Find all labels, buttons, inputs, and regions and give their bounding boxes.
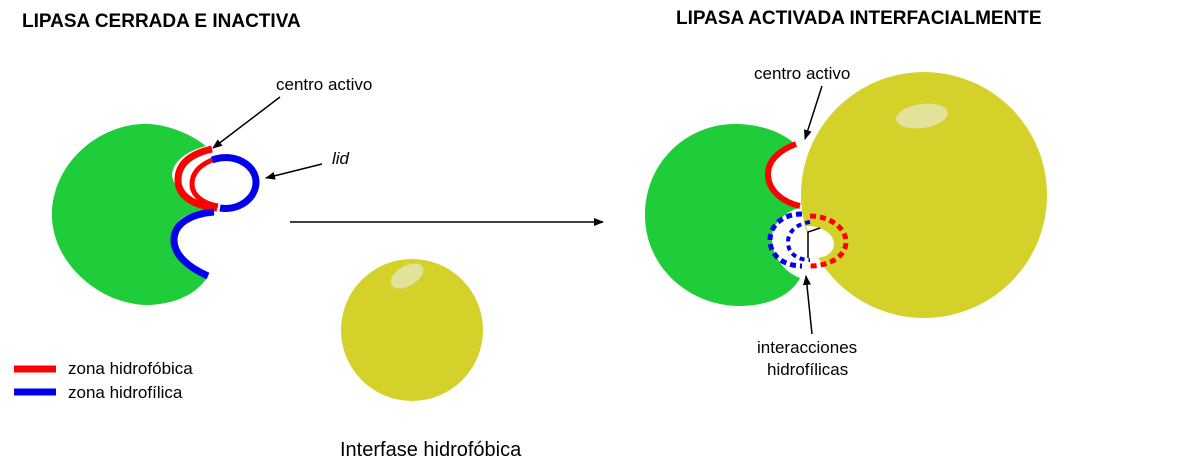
activated-dashed-blue-inner — [785, 220, 811, 262]
closed-hydrophobic-zone — [174, 145, 218, 212]
title-activated-lipase: LIPASA ACTIVADA INTERFACIALMENTE — [676, 8, 1042, 29]
label-interactions-line2: hidrofílicas — [767, 360, 848, 379]
label-interactions-line1: interacciones — [757, 338, 857, 357]
legend: zona hidrofóbica zona hidrofílica — [14, 359, 193, 402]
droplet-highlight — [390, 263, 424, 289]
activated-hydrophobic-zone — [764, 141, 801, 209]
closed-lid-red-inner — [189, 157, 219, 209]
activated-droplet — [801, 72, 1047, 318]
closed-hydrophilic-zone — [170, 208, 215, 280]
activated-lipase-body — [645, 124, 800, 306]
activated-lid-hinge — [807, 227, 821, 258]
hydrophobic-droplet — [341, 259, 483, 401]
closed-lipase-body — [51, 123, 215, 306]
legend-hydrophobic-label: zona hidrofóbica — [68, 359, 193, 378]
activated-open-lid-gap — [806, 226, 834, 259]
arrow-active-center-right — [803, 85, 823, 140]
activated-droplet-highlight — [896, 103, 948, 129]
label-active-center-left: centro activo — [276, 75, 372, 94]
closed-lid — [210, 154, 260, 212]
arrow-active-center-left — [212, 96, 281, 149]
title-closed-lipase: LIPASA CERRADA E INACTIVA — [22, 11, 301, 32]
activated-dashed-blue-loop — [767, 211, 803, 269]
caption-interface: Interfase hidrofóbica — [340, 439, 522, 461]
arrow-interactions — [802, 275, 813, 335]
label-lid: lid — [332, 149, 350, 168]
label-active-center-right: centro activo — [754, 64, 850, 83]
arrow-lid — [265, 163, 323, 180]
activated-dashed-red-loop — [809, 213, 849, 269]
legend-hydrophilic-label: zona hidrofílica — [68, 383, 183, 402]
